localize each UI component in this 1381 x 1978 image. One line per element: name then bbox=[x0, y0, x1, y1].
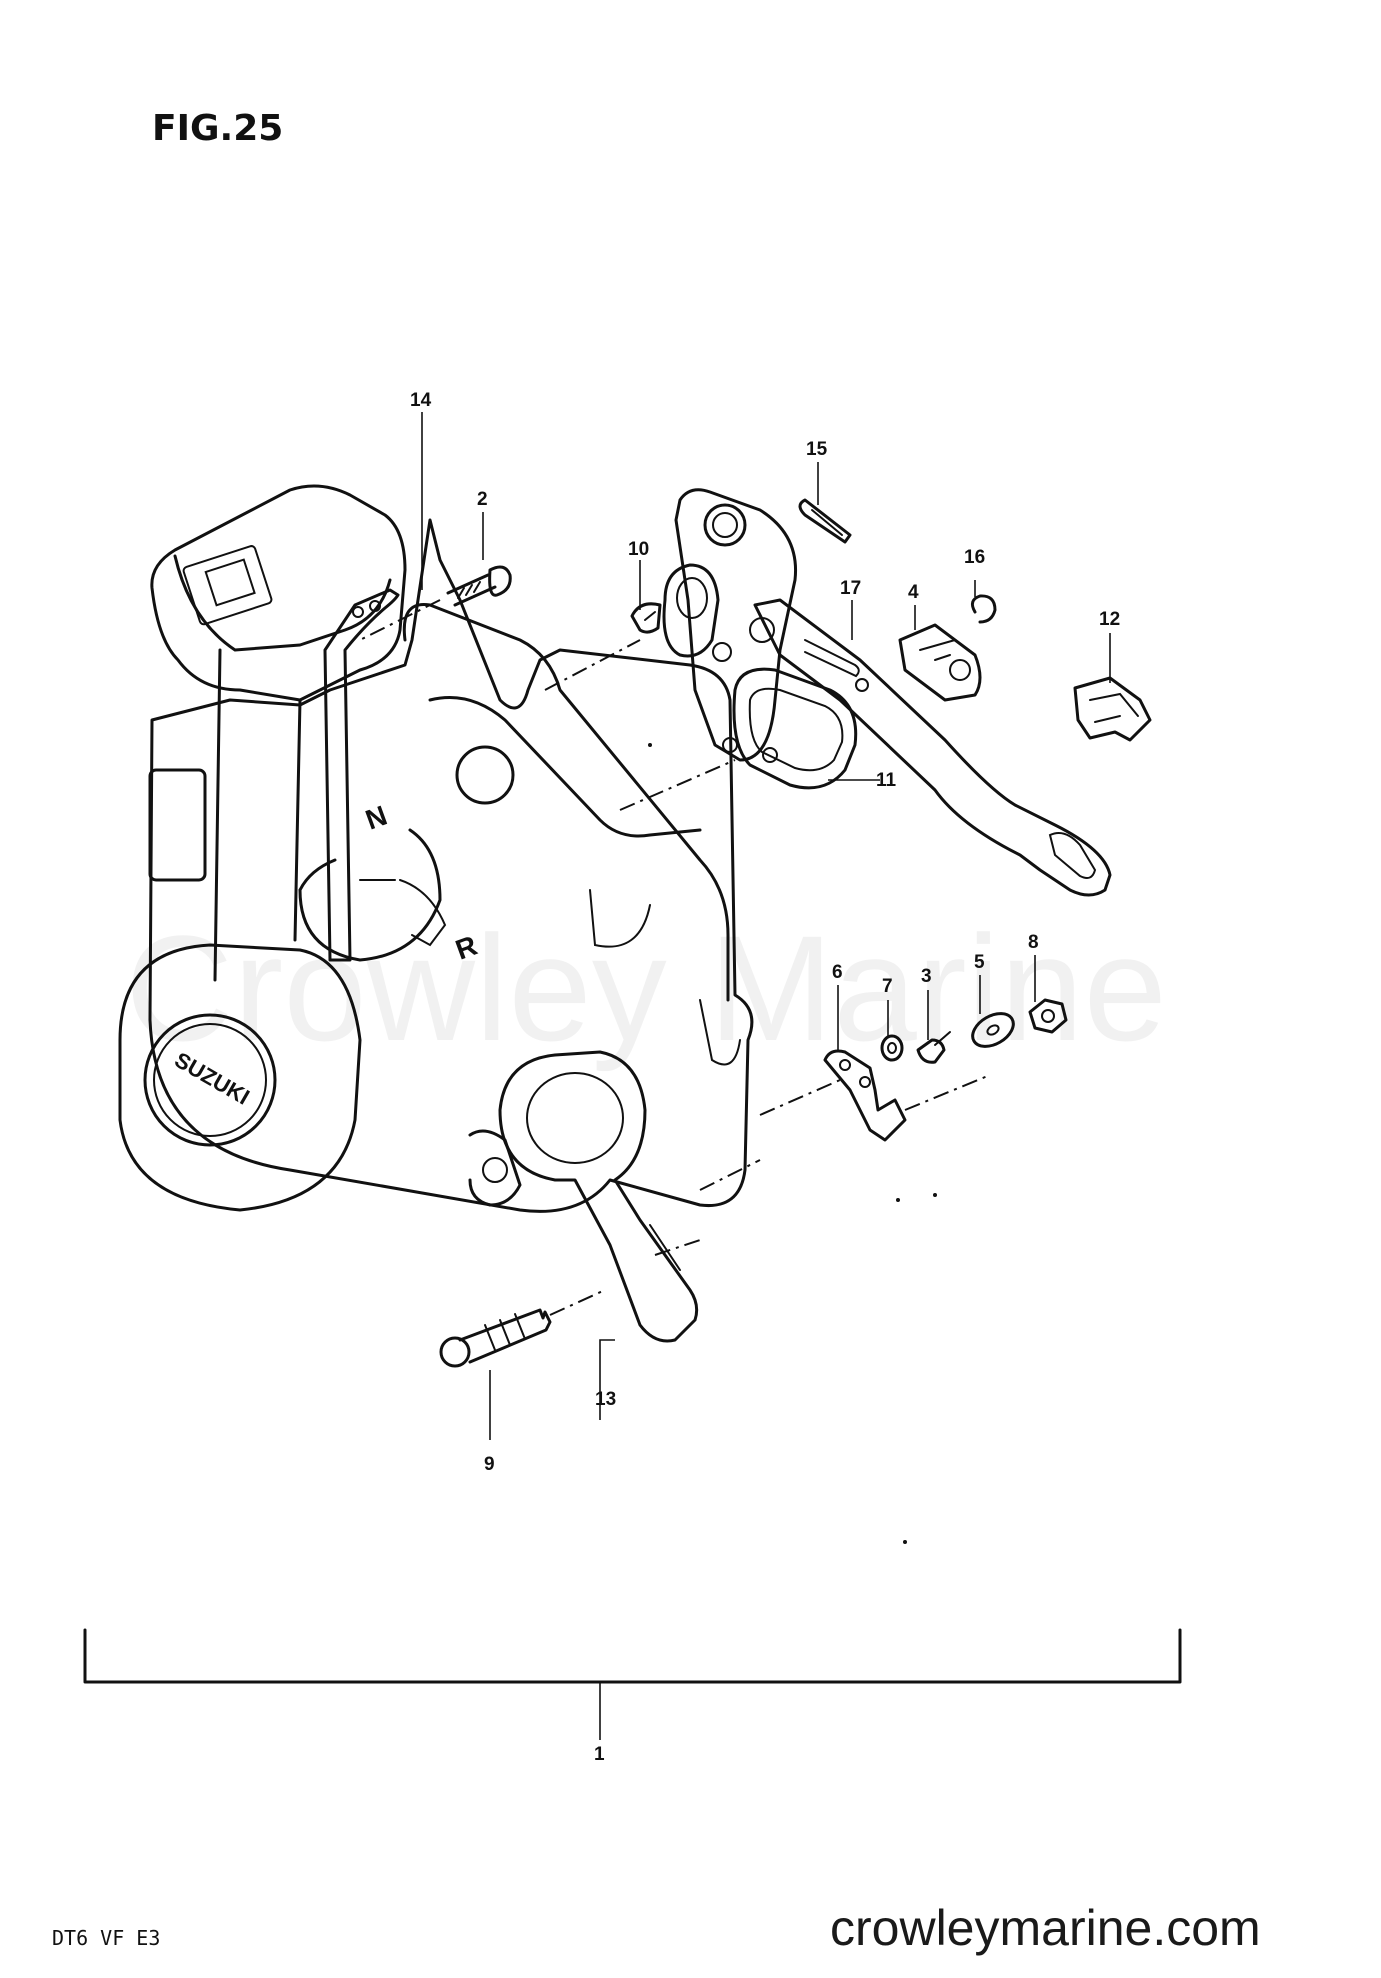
callout-2: 2 bbox=[477, 489, 488, 510]
part-4-cable-joint bbox=[898, 623, 982, 702]
control-box-housing: N R bbox=[148, 518, 754, 1213]
part-5-washer bbox=[971, 1012, 1015, 1048]
callout-8: 8 bbox=[1028, 932, 1039, 953]
callout-16: 16 bbox=[964, 547, 985, 568]
watermark: Crowley Marine bbox=[125, 904, 1167, 1072]
part-16-circlip bbox=[970, 594, 997, 624]
callout-7: 7 bbox=[882, 976, 893, 997]
part-9-bolt bbox=[439, 1289, 606, 1368]
callout-3: 3 bbox=[921, 966, 932, 987]
callout-14: 14 bbox=[410, 390, 432, 411]
part-14-plate bbox=[323, 588, 400, 962]
figure-label: FIG.25 bbox=[152, 108, 283, 149]
part-8-nut bbox=[1028, 998, 1068, 1034]
callout-10: 10 bbox=[628, 539, 649, 560]
part-7-washer bbox=[880, 1034, 904, 1062]
shift-detent-window bbox=[298, 828, 447, 962]
callout-13: 13 bbox=[595, 1389, 616, 1410]
callout-17: 17 bbox=[840, 578, 861, 599]
callout-6: 6 bbox=[832, 962, 843, 983]
part-15-cotter-pin bbox=[798, 498, 852, 544]
part-13-lever bbox=[468, 1050, 699, 1343]
site-url: crowleymarine.com bbox=[830, 1900, 1261, 1956]
callout-1: 1 bbox=[594, 1744, 605, 1765]
assembly-lines bbox=[544, 639, 991, 1256]
neutral-marking: N bbox=[361, 800, 391, 836]
callout-9: 9 bbox=[484, 1454, 495, 1475]
callout-11: 11 bbox=[876, 770, 897, 791]
control-handle: SUZUKI bbox=[118, 484, 407, 1212]
part-3-screw bbox=[916, 1031, 951, 1064]
callout-4: 4 bbox=[908, 582, 919, 603]
callout-5: 5 bbox=[974, 952, 985, 973]
part-6-bracket bbox=[823, 1049, 907, 1142]
callout-12: 12 bbox=[1099, 609, 1120, 630]
callout-leaders bbox=[421, 412, 1111, 1440]
part-2-screw bbox=[359, 565, 512, 641]
part-callouts: 13 9 2 14 10 15 4 16 17 12 11 8 3 5 6 7 bbox=[410, 390, 1120, 1475]
model-code: DT6 VF E3 bbox=[52, 1926, 160, 1950]
shift-bracket-assembly bbox=[630, 488, 1112, 897]
callout-15: 15 bbox=[806, 439, 828, 460]
assembly-bracket: 1 bbox=[83, 1628, 1182, 1765]
part-12-cable-clamp bbox=[1073, 676, 1152, 742]
